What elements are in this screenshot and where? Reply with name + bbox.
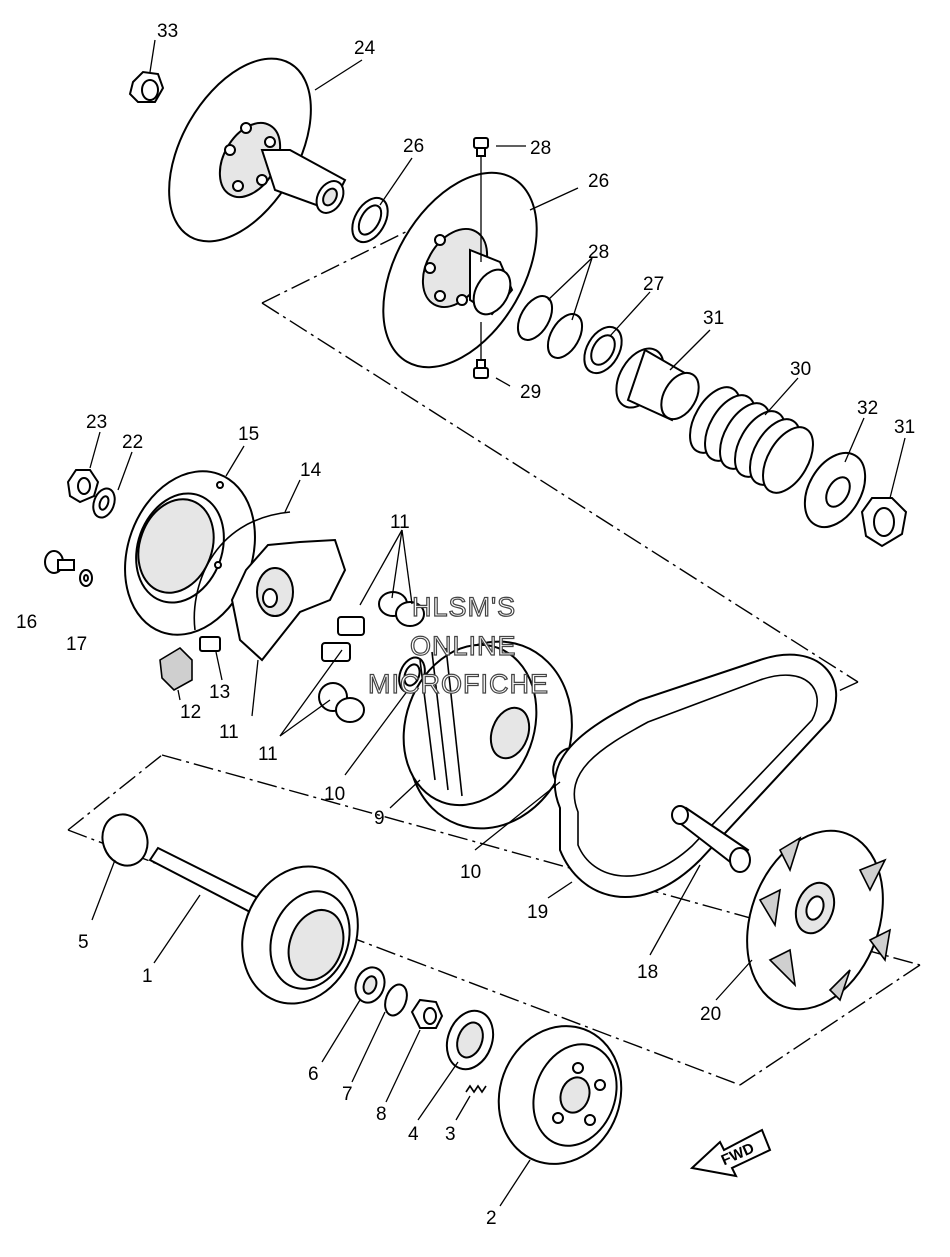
callout-10-b: 10: [460, 862, 481, 883]
callout-12: 11: [219, 722, 239, 743]
part-8-collar[interactable]: [410, 998, 444, 1029]
callout-11-bottom: 11: [258, 744, 278, 765]
callout-17: 16: [16, 612, 37, 633]
part-9-primary-fixed-sheave[interactable]: [382, 618, 598, 851]
part-33-nut[interactable]: [128, 70, 165, 103]
part-32-nut[interactable]: [860, 497, 908, 548]
part-29-compression-spring[interactable]: [680, 379, 824, 501]
callout-6: 6: [308, 1064, 319, 1085]
part-14-slider[interactable]: [199, 636, 221, 652]
callout-26-b: 27: [643, 274, 664, 295]
part-16-cam-plate[interactable]: [103, 453, 277, 653]
callout-10-a: 10: [324, 784, 345, 805]
part-22-washer[interactable]: [89, 485, 118, 520]
watermark-line-3: MICROFICHE: [368, 669, 549, 699]
callout-11-top: 11: [390, 512, 410, 533]
callout-21: 20: [700, 1004, 721, 1025]
part-2-clutch-carrier[interactable]: [480, 1009, 641, 1182]
callout-8: 8: [376, 1104, 387, 1125]
callout-26: 26: [403, 136, 424, 157]
callout-20: 19: [527, 902, 548, 923]
leader-lines: [89, 39, 906, 1207]
callout-2: 2: [486, 1208, 497, 1229]
callout-1: 1: [142, 966, 153, 987]
callout-3: 3: [445, 1124, 456, 1145]
callout-25: 26: [588, 171, 609, 192]
callout-5: 5: [78, 932, 89, 953]
callout-22: 22: [122, 432, 143, 453]
part-19-shaft[interactable]: [671, 805, 751, 873]
part-31-washer[interactable]: [792, 442, 877, 537]
part-20-v-belt[interactable]: [553, 653, 838, 898]
callout-14: 13: [209, 682, 230, 703]
callout-16: 15: [238, 424, 259, 445]
part-27-o-rings[interactable]: [511, 290, 589, 364]
callout-15: 14: [300, 460, 322, 481]
part-18-washer[interactable]: [79, 569, 93, 587]
part-25-sliding-sheave[interactable]: [352, 146, 569, 394]
watermark-line-2: ONLINE: [410, 631, 517, 661]
part-26-oil-seal[interactable]: [345, 192, 395, 249]
callout-29: 30: [790, 359, 811, 380]
part-30-spring-seat[interactable]: [607, 340, 707, 425]
part-17-bolt[interactable]: [44, 550, 75, 574]
callout-27: 28: [588, 242, 609, 263]
callout-24: 24: [354, 38, 376, 59]
callout-31: 32: [857, 398, 878, 419]
part-7-circlip[interactable]: [381, 982, 411, 1019]
part-11-rollers[interactable]: [318, 591, 425, 723]
callout-32: 31: [894, 417, 915, 438]
callout-13: 12: [180, 702, 201, 723]
part-28-guide-pin-upper[interactable]: [473, 137, 489, 157]
part-13-slider[interactable]: [159, 646, 193, 691]
callout-9: 9: [374, 808, 385, 829]
callout-23: 23: [86, 412, 107, 433]
part-21-cooling-fan[interactable]: [723, 812, 906, 1029]
part-12-primary-sliding-sheave[interactable]: [230, 538, 347, 662]
part-26-oil-seal-2[interactable]: [577, 320, 630, 379]
callout-labels: 33 24 26 28 26 28 27 31 29 30 32 31 23 2…: [16, 21, 915, 1229]
callout-4: 4: [408, 1124, 419, 1145]
callout-7: 7: [342, 1084, 353, 1105]
forward-arrow-icon: FWD: [689, 1128, 772, 1178]
part-24-fixed-sheave[interactable]: [140, 34, 349, 265]
callout-19: 18: [637, 962, 658, 983]
callout-18: 17: [66, 634, 87, 655]
part-3-spring[interactable]: [465, 1084, 487, 1094]
part-6-bearing[interactable]: [351, 963, 390, 1006]
part-15-wire[interactable]: [193, 511, 291, 631]
part-1-shaft-and-housing[interactable]: [148, 846, 377, 1020]
part-23-nut[interactable]: [66, 469, 100, 504]
watermark: HLSM'S ONLINE MICROFICHE: [367, 591, 549, 699]
callout-30: 31: [703, 308, 724, 329]
callout-28: 28: [530, 138, 551, 159]
watermark-line-1: HLSM'S: [412, 592, 516, 622]
callout-28-b: 29: [520, 382, 541, 403]
part-4-one-way-clutch[interactable]: [439, 1004, 501, 1075]
part-5-circlip[interactable]: [95, 808, 154, 872]
part-28-guide-pin-lower[interactable]: [473, 359, 489, 379]
callout-33: 33: [157, 21, 178, 42]
